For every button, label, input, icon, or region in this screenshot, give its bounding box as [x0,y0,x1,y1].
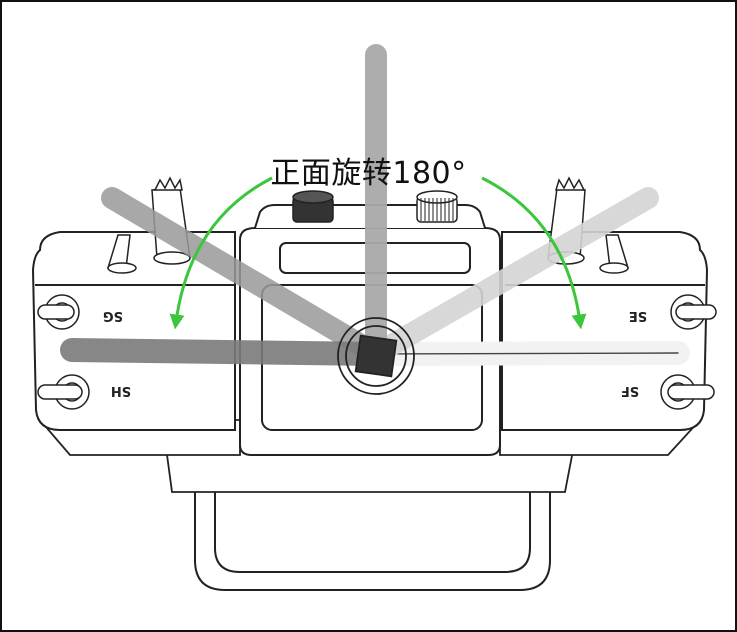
switch-label-sg: SG [103,308,123,323]
switch-sg [37,294,80,330]
rotation-arrow-right-icon [481,176,587,330]
antenna-position-upper-left [101,187,387,365]
side-switches [37,294,717,410]
switch-se [670,294,717,330]
top-knobs [292,190,458,223]
antenna-rotation-positions [60,44,690,366]
antenna-hub [337,317,415,395]
switch-sh [37,374,90,410]
switch-label-se: SE [629,308,647,323]
rotation-caption: 正面旋转180° [270,156,467,191]
antenna-position-upper-right [365,187,659,365]
switch-label-sf: SF [621,383,639,398]
switch-sf [660,374,715,410]
rotation-arrow-left-icon [169,176,273,330]
antenna-position-left [60,338,388,366]
switch-label-sh: SH [111,383,131,398]
